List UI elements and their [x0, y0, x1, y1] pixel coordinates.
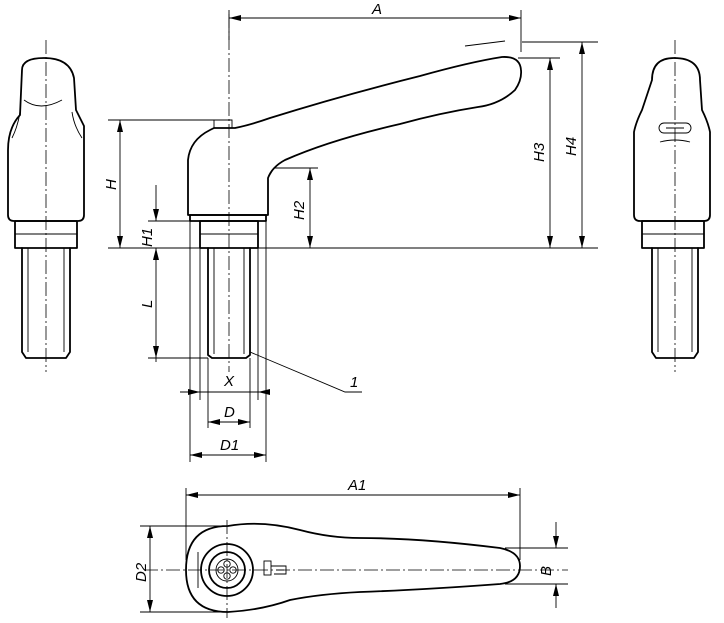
left-side-view [7, 40, 85, 372]
right-side-view [633, 40, 711, 372]
label-X: X [223, 373, 235, 390]
dimension-labels: A H4 H3 H H1 H2 L X D D1 1 A1 D2 B [103, 1, 580, 582]
label-D2: D2 [133, 562, 150, 582]
label-D: D [224, 404, 235, 421]
dimension-lines [108, 10, 598, 613]
label-H1: H1 [139, 228, 156, 247]
label-H4: H4 [563, 137, 580, 156]
front-view [108, 14, 598, 372]
label-H: H [103, 179, 120, 190]
label-A1: A1 [347, 477, 366, 494]
label-B: B [538, 566, 555, 576]
logo-mark-icon [263, 560, 287, 576]
label-H2: H2 [291, 200, 308, 220]
label-A: A [371, 1, 382, 18]
label-D1: D1 [220, 437, 239, 454]
label-L: L [139, 300, 156, 308]
callout-1: 1 [350, 374, 358, 391]
top-view [144, 520, 568, 618]
label-H3: H3 [531, 142, 548, 162]
